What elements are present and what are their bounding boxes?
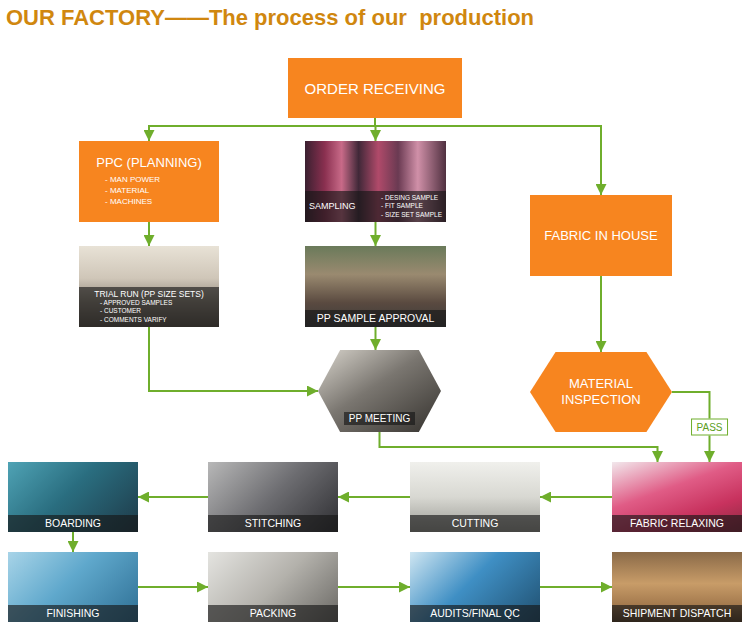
bullet-list: - APPROVED SAMPLES- CUSTOMER- COMMENTS V… — [100, 299, 216, 324]
title: OUR FACTORY——The process of our producti… — [6, 5, 534, 31]
list-item: - COMMENTS VARIFY — [100, 316, 216, 324]
flow-arrow — [72, 532, 74, 552]
flow-arrow — [149, 327, 318, 391]
bullet-list: - DESING SAMPLE- FIT SAMPLE- SIZE SET SA… — [381, 194, 442, 219]
photo-caption: STITCHING — [245, 517, 302, 529]
photo-caption: AUDITS/FINAL QC — [430, 607, 519, 619]
flow-arrow — [540, 586, 612, 588]
hexagon-outline — [530, 352, 672, 432]
box-heading: ORDER RECEIVING — [305, 80, 446, 97]
photo-caption: PP MEETING — [344, 412, 416, 425]
photo-box: FABRIC RELAXING — [612, 462, 742, 532]
bullet-list: - MAN POWER- MATERIAL- MACHINES — [105, 175, 160, 207]
photo-box: STITCHING — [208, 462, 338, 532]
photo-caption: FABRIC RELAXING — [630, 517, 724, 529]
list-item: - FIT SAMPLE — [381, 202, 442, 210]
list-item: - DESING SAMPLE — [381, 194, 442, 202]
caption-band: FABRIC RELAXING — [612, 515, 742, 532]
photo-box: FINISHING — [8, 552, 138, 622]
photo-caption: SHIPMENT DISPATCH — [623, 607, 732, 619]
text-holder: MATERIAL INSPECTION — [530, 352, 672, 432]
caption-band: SHIPMENT DISPATCH — [612, 605, 742, 622]
caption-band: CUTTING — [410, 515, 540, 532]
flow-arrow — [148, 222, 150, 246]
flow-arrow — [375, 222, 377, 246]
photo-caption: PP SAMPLE APPROVAL — [317, 312, 435, 324]
list-item: - CUSTOMER — [100, 307, 216, 315]
flow-arrow — [338, 586, 410, 588]
photo-caption: BOARDING — [45, 517, 101, 529]
photo-caption: CUTTING — [452, 517, 499, 529]
photo-box: PACKING — [208, 552, 338, 622]
caption-band: PACKING — [208, 605, 338, 622]
decision-hexagon: MATERIAL INSPECTION — [530, 352, 672, 432]
flow-arrow — [375, 327, 377, 350]
photo-caption: TRIAL RUN (PP SIZE SETS) — [82, 289, 216, 299]
photo-box: AUDITS/FINAL QC — [410, 552, 540, 622]
flow-arrow — [338, 496, 410, 498]
photo-caption: PACKING — [250, 607, 296, 619]
caption-band: BOARDING — [8, 515, 138, 532]
hexagon-text: MATERIAL INSPECTION — [551, 376, 651, 407]
box-heading: PPC (PLANNING) — [96, 155, 201, 170]
photo-caption: SAMPLING — [309, 201, 356, 211]
photo-box: BOARDING — [8, 462, 138, 532]
caption-band: AUDITS/FINAL QC — [410, 605, 540, 622]
flow-arrow — [138, 496, 208, 498]
flow-arrow — [380, 432, 658, 462]
flow-arrow — [138, 586, 208, 588]
caption-band: TRIAL RUN (PP SIZE SETS)- APPROVED SAMPL… — [79, 287, 219, 327]
list-item: - MAN POWER — [105, 175, 160, 186]
photo-box: SAMPLING - DESING SAMPLE- FIT SAMPLE- SIZ… — [305, 141, 446, 222]
process-box: FABRIC IN HOUSE — [530, 195, 672, 276]
list-item: - SIZE SET SAMPLE — [381, 211, 442, 219]
photo-box: TRIAL RUN (PP SIZE SETS)- APPROVED SAMPL… — [79, 246, 219, 327]
flow-arrow — [600, 276, 602, 352]
photo-box: SHIPMENT DISPATCH — [612, 552, 742, 622]
hexagon-photo: PP MEETING — [318, 350, 441, 432]
caption-holder: PP MEETING — [318, 408, 441, 426]
caption-band: PP SAMPLE APPROVAL — [305, 310, 446, 327]
photo-box: CUTTING — [410, 462, 540, 532]
flow-arrow — [540, 496, 612, 498]
process-box: PPC (PLANNING) - MAN POWER- MATERIAL- MAC… — [79, 141, 219, 222]
caption-band: SAMPLING - DESING SAMPLE- FIT SAMPLE- SIZ… — [305, 191, 446, 222]
caption-band: STITCHING — [208, 515, 338, 532]
list-item: - MATERIAL — [105, 186, 160, 197]
hexagon-outline — [318, 350, 441, 432]
list-item: - MACHINES — [105, 197, 160, 208]
photo-box: PP SAMPLE APPROVAL — [305, 246, 446, 327]
flow-arrow — [149, 118, 375, 141]
edge-label: PASS — [691, 419, 729, 436]
box-heading: FABRIC IN HOUSE — [544, 228, 657, 243]
list-item: - APPROVED SAMPLES — [100, 299, 216, 307]
photo-caption: FINISHING — [46, 607, 99, 619]
caption-band: FINISHING — [8, 605, 138, 622]
process-box: ORDER RECEIVING — [288, 58, 462, 118]
